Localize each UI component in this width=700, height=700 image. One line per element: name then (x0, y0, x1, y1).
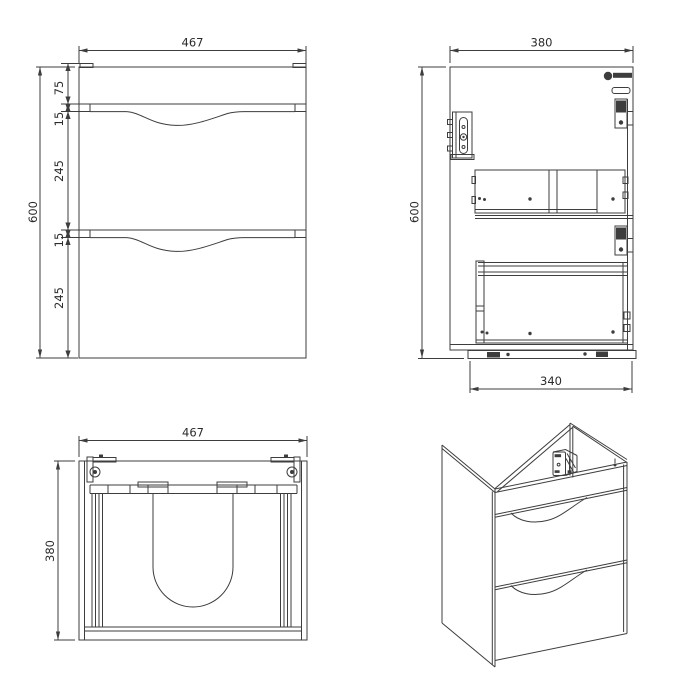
front-seg-15b-label: 15 (52, 233, 66, 248)
front-view-outline (78, 63, 307, 359)
plan-wall-bracket-right (270, 454, 301, 483)
side-height-label: 600 (408, 201, 422, 223)
front-drawer1-handle-curve (90, 111, 295, 126)
front-seg-245b-label: 245 (52, 287, 66, 309)
plan-back-rail (89, 481, 298, 494)
iso-right-side-panel (569, 422, 628, 478)
side-view-outline (449, 66, 637, 359)
side-drawer-slide-bracket-top (614, 98, 634, 129)
iso-wall-bracket (552, 448, 578, 476)
side-wall-bracket (447, 111, 475, 160)
side-view: 380 600 340 (408, 36, 637, 393)
plan-depth-label: 380 (43, 540, 57, 562)
side-lower-drawer-box (475, 260, 631, 344)
plan-width-label: 467 (182, 426, 204, 440)
side-plinth (467, 350, 637, 359)
front-width-label: 467 (182, 36, 204, 50)
iso-drawer1-handle-curve (510, 497, 588, 523)
side-drawer-slide-bracket-bottom (614, 225, 634, 256)
side-base-depth-label: 340 (540, 374, 562, 388)
front-seg-75-label: 75 (52, 81, 66, 96)
front-seg-15a-label: 15 (52, 112, 66, 127)
front-seg-245a-label: 245 (52, 160, 66, 182)
iso-back-rail (494, 424, 573, 492)
plan-wall-bracket-left (86, 454, 117, 483)
side-upper-drawer-box (471, 169, 633, 219)
iso-front-face (494, 461, 628, 661)
plan-basin-cutout (152, 493, 234, 608)
front-drawer2-handle-curve (90, 237, 295, 252)
iso-drawer2-handle-curve (510, 569, 588, 595)
iso-left-side-panel (441, 444, 496, 668)
front-view: 467 600 75 15 245 15 245 (26, 36, 307, 359)
plan-view: 467 380 (43, 426, 308, 641)
front-view-dimensions: 467 600 75 15 245 15 245 (26, 36, 307, 359)
side-cam-fitting (603, 71, 632, 94)
isometric-view (441, 422, 628, 668)
plan-view-dimensions: 467 380 (43, 426, 308, 641)
plan-slide-rails (91, 493, 292, 627)
side-view-dimensions: 380 600 340 (408, 36, 634, 393)
plan-view-outline (78, 460, 308, 641)
side-width-label: 380 (531, 36, 553, 50)
front-height-label: 600 (26, 201, 40, 223)
